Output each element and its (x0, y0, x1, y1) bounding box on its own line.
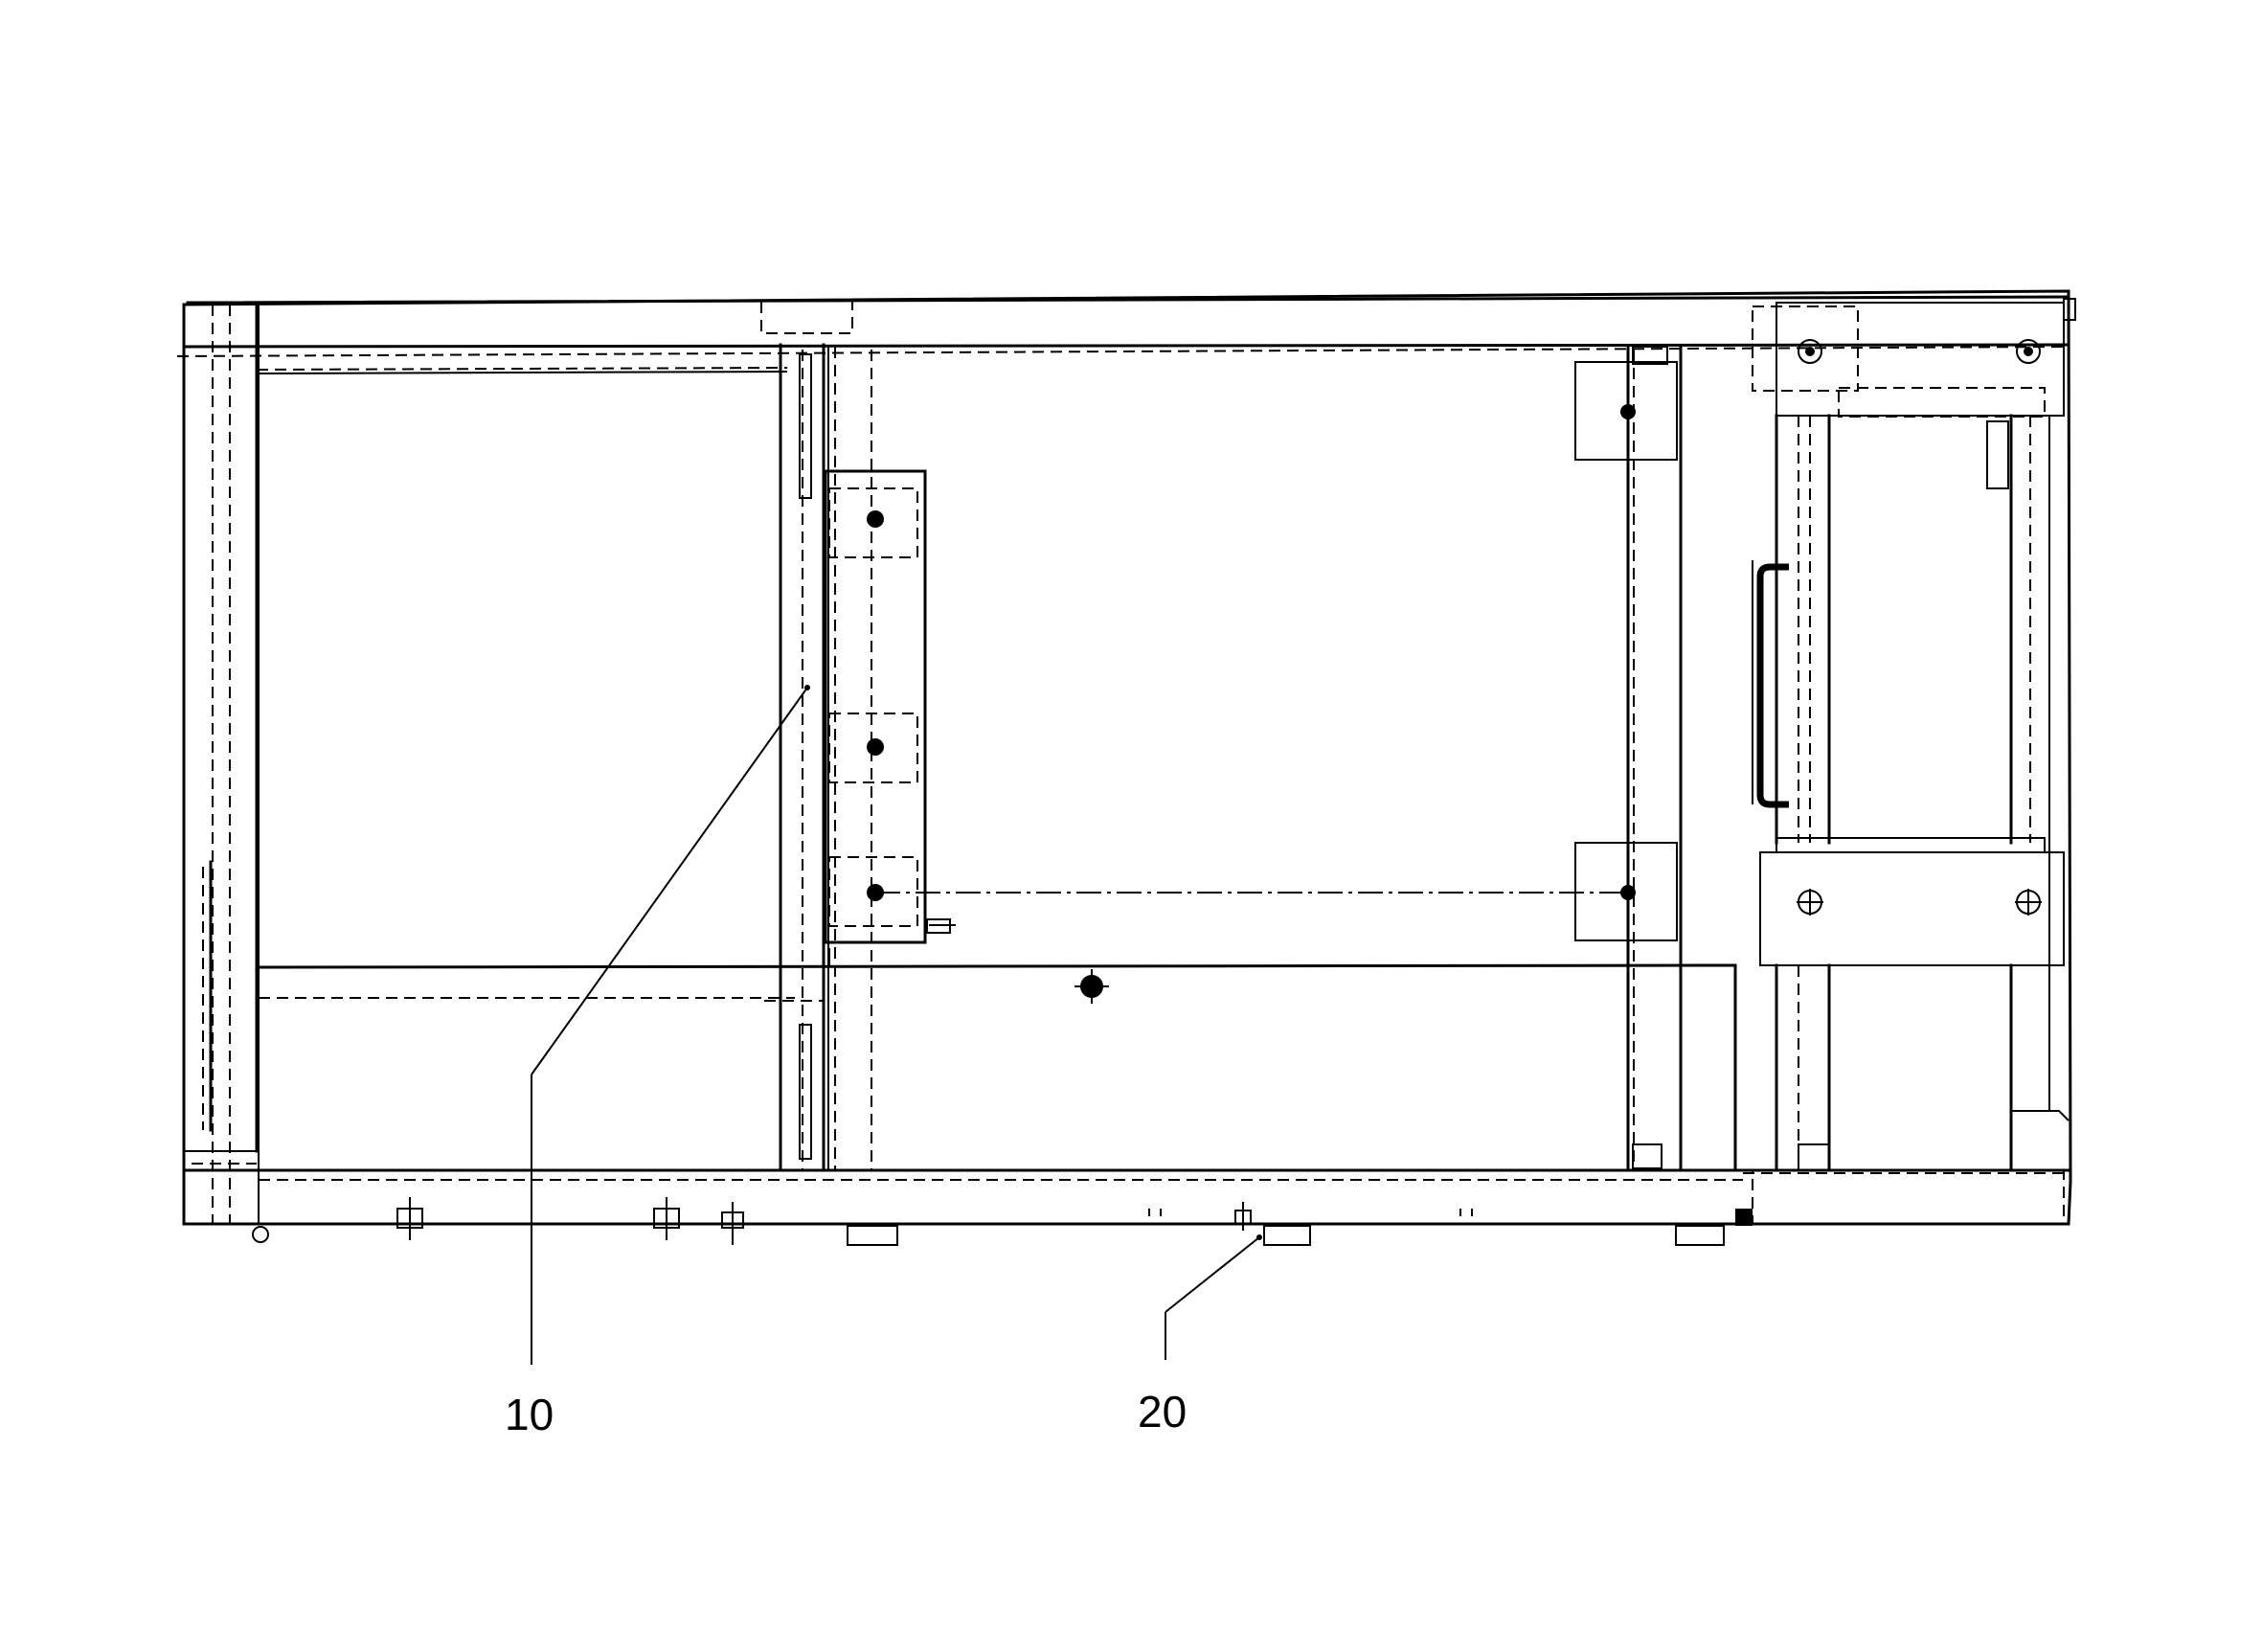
right-side-frame (1752, 298, 2076, 1225)
top-rail (182, 302, 2070, 374)
leader-10 (531, 685, 810, 1365)
right-post (1574, 345, 1683, 1172)
reference-label-10: 10 (505, 1390, 554, 1439)
middle-slide-post (764, 343, 872, 1172)
leader-20 (1165, 1234, 1262, 1360)
bottom-rail (182, 1168, 2070, 1246)
lower-panel (257, 948, 1737, 1172)
handle (1752, 560, 1789, 808)
hinge-plate (824, 469, 956, 944)
reference-label-20: 20 (1138, 1387, 1187, 1437)
outer-frame (176, 289, 2072, 1226)
